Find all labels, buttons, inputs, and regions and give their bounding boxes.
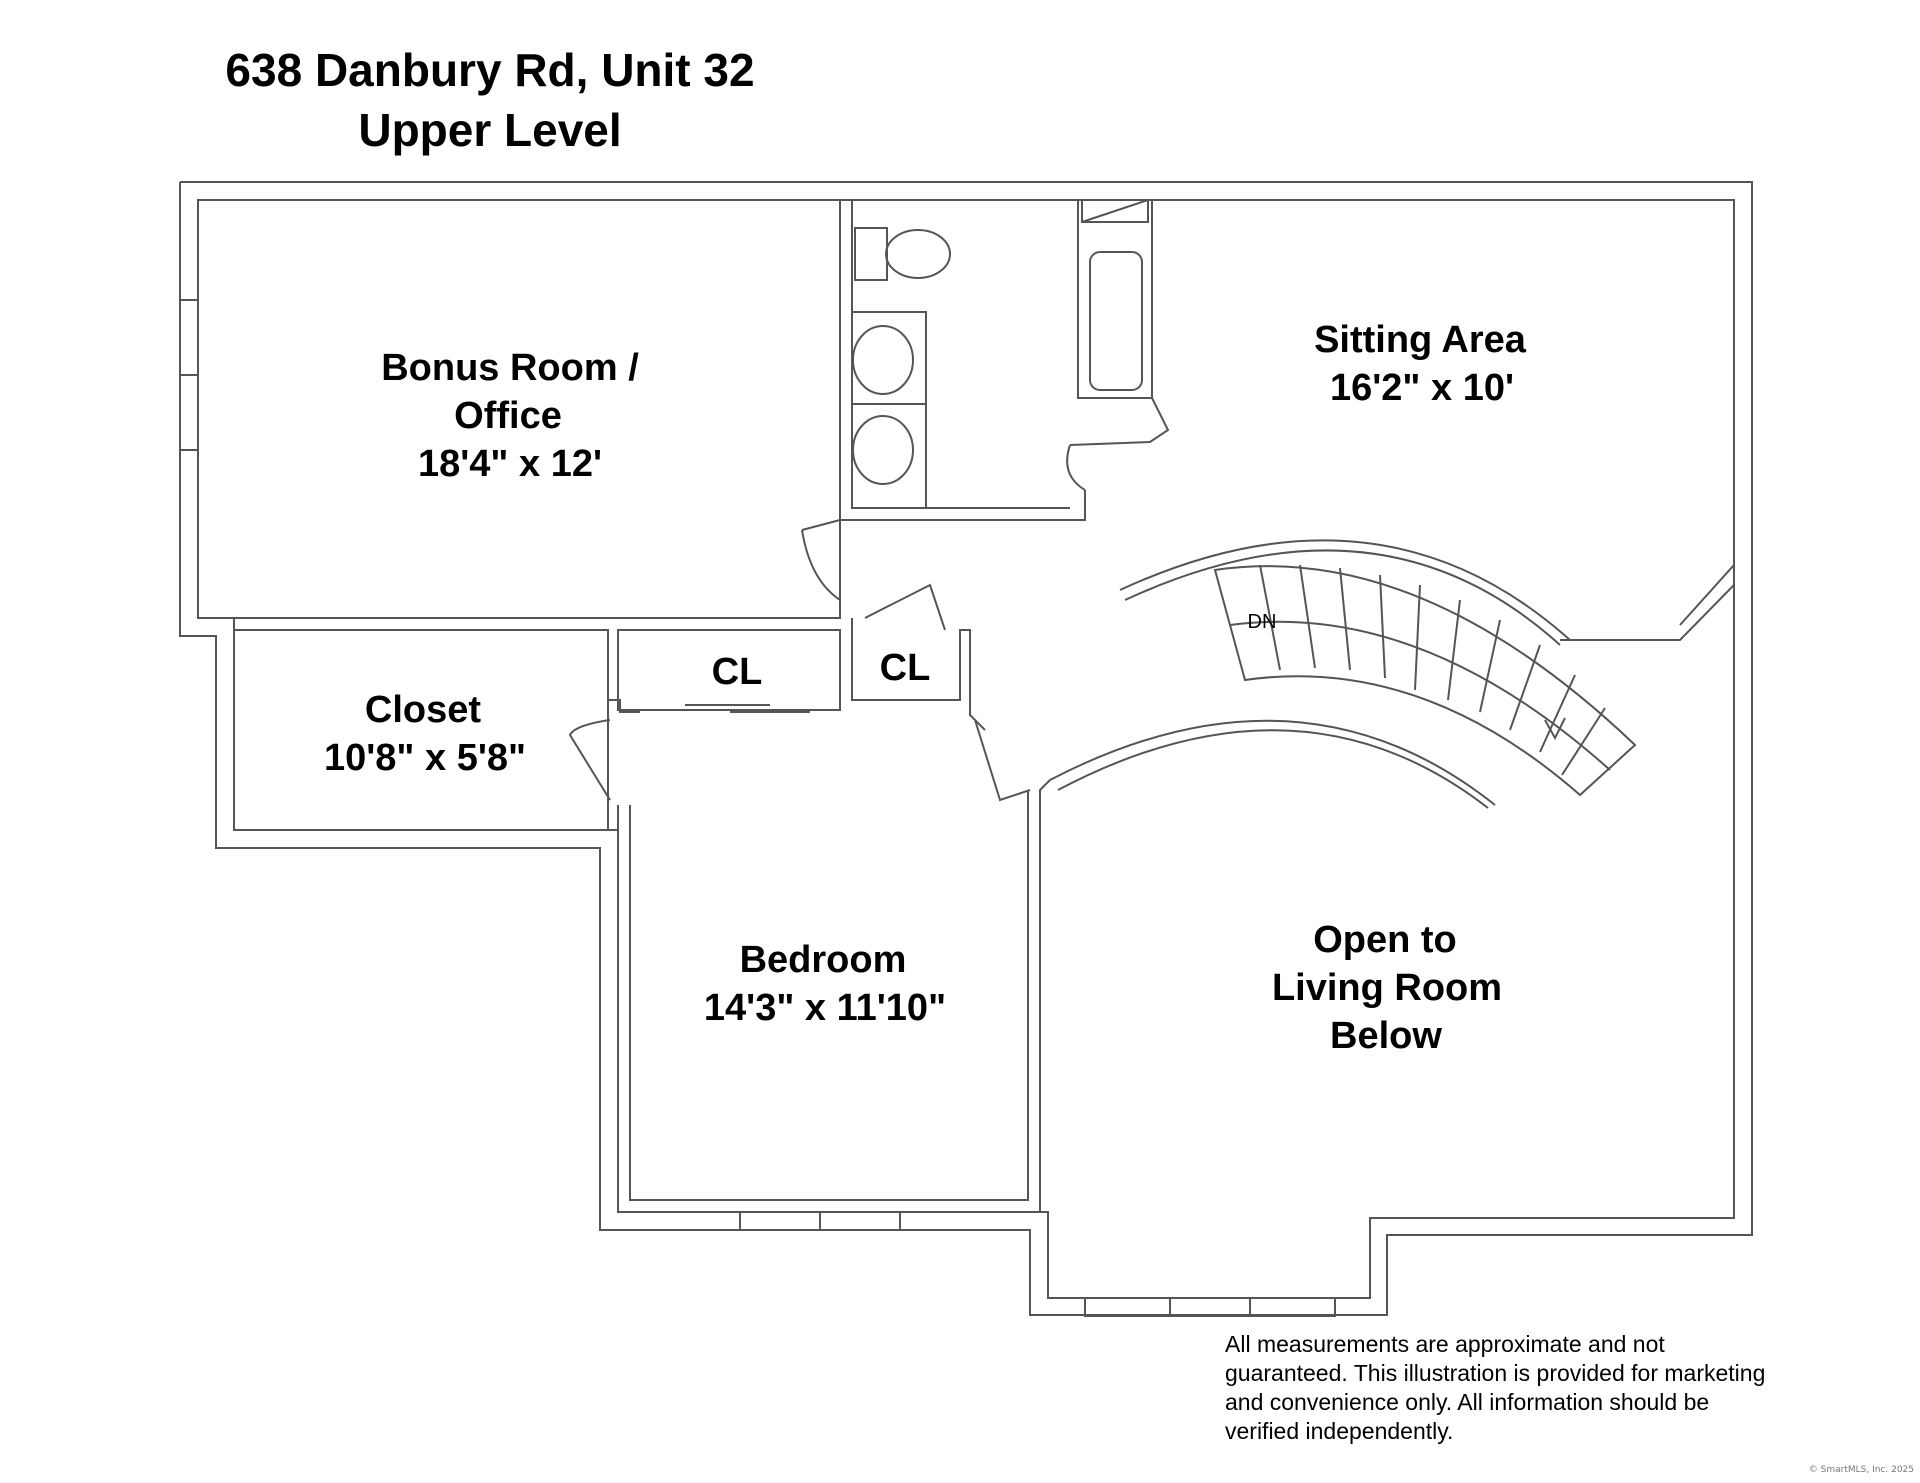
open-to-line-3: Below	[1330, 1015, 1442, 1057]
bathroom-walls	[839, 200, 1086, 521]
open-to-line-1: Open to	[1313, 919, 1457, 961]
sink-2	[852, 415, 914, 485]
plan-address: 638 Danbury Rd, Unit 32	[225, 44, 755, 96]
closet-dims: 10'8" x 5'8"	[324, 737, 526, 779]
bath-shelf	[1081, 199, 1149, 223]
bedroom-dims: 14'3" x 11'10"	[704, 987, 946, 1029]
plan-level: Upper Level	[358, 104, 622, 156]
hall-closet-left-label: CL	[712, 651, 763, 693]
stair-tread-lines	[1259, 564, 1606, 776]
stair-rail-outer	[1119, 539, 1571, 641]
disclaimer-text: All measurements are approximate and not…	[1225, 1331, 1766, 1444]
hall-closet-right-label: CL	[880, 647, 931, 689]
living-window	[1084, 1297, 1336, 1317]
sitting-area-dims: 16'2" x 10'	[1330, 367, 1514, 409]
bedroom-walls	[617, 779, 1051, 1213]
vanity	[851, 311, 927, 509]
stairs-down-label: DN	[1248, 611, 1277, 633]
copyright-text: © SmartMLS, Inc. 2025	[1808, 1465, 1914, 1475]
bonus-room-name-2: Office	[454, 395, 562, 437]
bonus-room-name-1: Bonus Room /	[381, 347, 639, 389]
toilet-bowl	[885, 229, 951, 279]
toilet-tank	[854, 227, 888, 281]
open-to-line-2: Living Room	[1272, 967, 1502, 1009]
hall-closet-left	[617, 629, 841, 711]
stair-treads	[1213, 565, 1637, 797]
bathtub-basin	[1089, 251, 1143, 391]
stair-rail-inner	[1049, 719, 1496, 806]
sitting-area-name: Sitting Area	[1314, 319, 1527, 361]
closet-room	[233, 629, 609, 831]
sink-1	[852, 325, 914, 395]
closet-name: Closet	[365, 689, 481, 731]
outer-wall	[179, 181, 1753, 1316]
bonus-room-dims: 18'4" x 12'	[418, 443, 602, 485]
bedroom-name: Bedroom	[740, 939, 907, 981]
